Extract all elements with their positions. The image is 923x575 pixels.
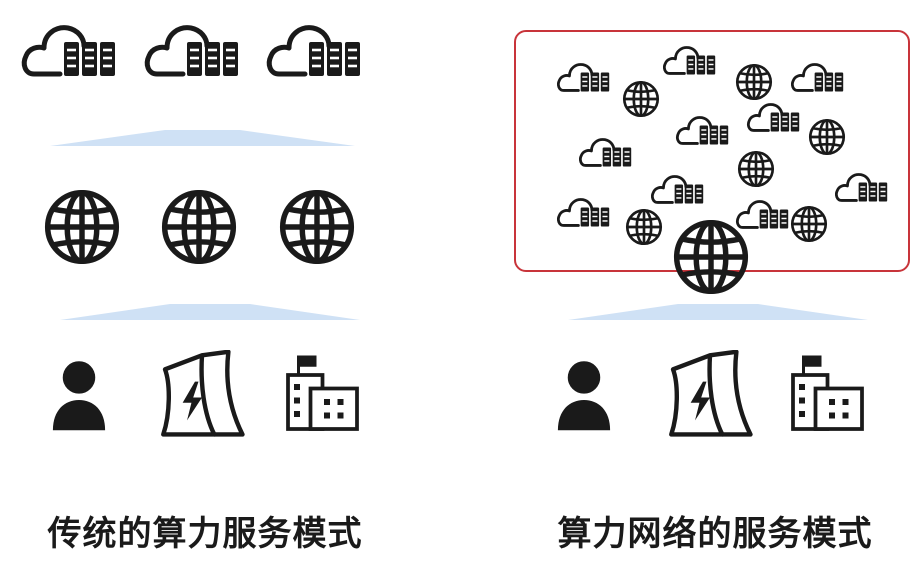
- cloud-server-icon: [578, 135, 634, 169]
- user-icon: [50, 358, 108, 434]
- globe-icon: [160, 188, 238, 266]
- caption-traditional-model: 传统的算力服务模式: [47, 514, 363, 554]
- cloud-server-icon: [834, 170, 890, 204]
- globe-icon: [43, 188, 121, 266]
- cloud-server-icon: [650, 172, 706, 206]
- globe-icon: [672, 218, 750, 296]
- cloud-server-icon: [20, 20, 120, 80]
- globe-icon: [790, 205, 828, 243]
- user-icon: [555, 358, 613, 434]
- cloud-server-icon: [675, 113, 731, 147]
- layer-divider: [50, 130, 355, 146]
- cloud-server-icon: [790, 60, 846, 94]
- cloud-server-icon: [746, 100, 802, 134]
- globe-icon: [737, 150, 775, 188]
- globe-icon: [622, 80, 660, 118]
- globe-icon: [278, 188, 356, 266]
- power-plant-icon: [157, 350, 247, 438]
- cloud-server-icon: [143, 20, 243, 80]
- layer-divider: [60, 304, 360, 320]
- layer-divider: [568, 304, 868, 320]
- globe-icon: [808, 118, 846, 156]
- cloud-server-icon: [556, 60, 612, 94]
- caption-computing-network-model: 算力网络的服务模式: [557, 514, 873, 554]
- cloud-server-icon: [556, 195, 612, 229]
- globe-icon: [625, 208, 663, 246]
- building-icon: [790, 350, 865, 436]
- cloud-server-icon: [265, 20, 365, 80]
- cloud-server-icon: [662, 43, 718, 77]
- globe-icon: [735, 63, 773, 101]
- power-plant-icon: [665, 350, 755, 438]
- building-icon: [285, 350, 360, 436]
